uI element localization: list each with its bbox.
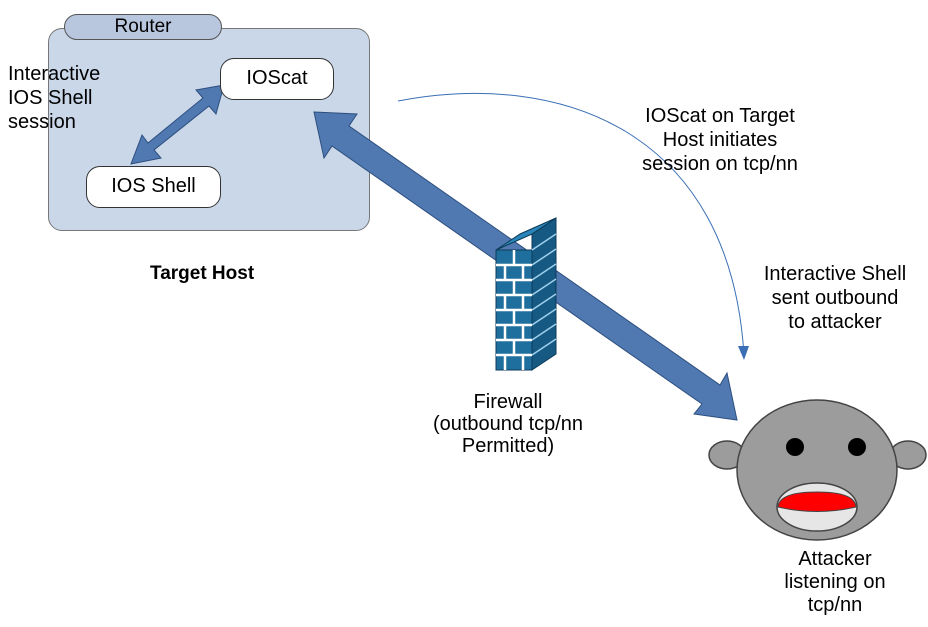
firewall-icon: [495, 217, 557, 371]
interactive-session-label: Interactive IOS Shell session: [8, 63, 101, 133]
firewall-label: Firewall (outbound tcp/nn Permitted): [432, 391, 584, 457]
ioscat-node: IOScat: [220, 58, 334, 100]
sock-monkey-icon: [708, 399, 927, 541]
attacker-label: Attacker listening on tcp/nn: [784, 548, 886, 616]
router-label: Router: [64, 14, 222, 40]
initiation-curve: [397, 92, 745, 356]
initiation-curve-arrowhead: [738, 346, 749, 360]
shell-outbound-label: Interactive Shell sent outbound to attac…: [763, 263, 907, 333]
ioscat-initiates-label: IOScat on Target Host initiates session …: [642, 105, 798, 175]
session-arrow-ioscat-shell: [130, 84, 225, 165]
ios-shell-node: IOS Shell: [86, 166, 221, 208]
target-host-label: Target Host: [150, 263, 255, 284]
